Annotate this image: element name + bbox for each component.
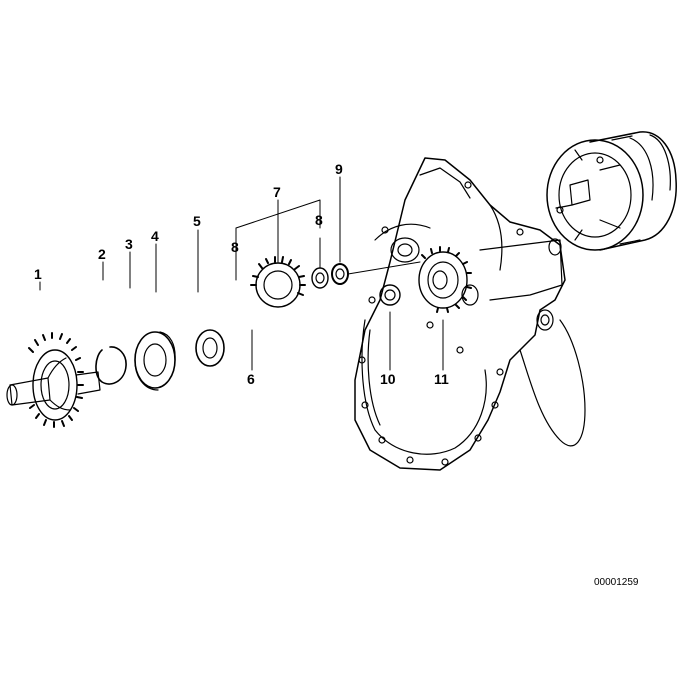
callout-5: 5 (193, 213, 201, 229)
callout-4: 4 (151, 228, 159, 244)
callout-9: 9 (335, 161, 343, 177)
circlip (95, 346, 127, 385)
leader-lines (39, 176, 444, 371)
gear-1 (28, 332, 84, 428)
output-shaft-with-gear (6, 332, 101, 428)
shim-ring (195, 329, 225, 367)
bushing-10 (379, 284, 401, 306)
callout-6: 6 (247, 371, 255, 387)
needle-bearing (311, 267, 329, 289)
callout-11: 11 (434, 371, 449, 387)
idler-gear (250, 256, 306, 308)
housing-gear-cluster (418, 246, 479, 313)
callout-1: 1 (34, 266, 42, 282)
callout-3: 3 (125, 236, 133, 252)
transmission-housing (354, 157, 586, 471)
starter-motor (546, 131, 677, 256)
callout-2: 2 (98, 246, 106, 262)
callout-10: 10 (380, 371, 396, 387)
callout-8-left: 8 (231, 239, 239, 255)
callout-8-right: 8 (315, 212, 323, 228)
bearing (134, 331, 176, 391)
sealing-ring (331, 263, 349, 285)
drawing-number: 00001259 (594, 577, 639, 588)
callout-7: 7 (273, 184, 281, 200)
